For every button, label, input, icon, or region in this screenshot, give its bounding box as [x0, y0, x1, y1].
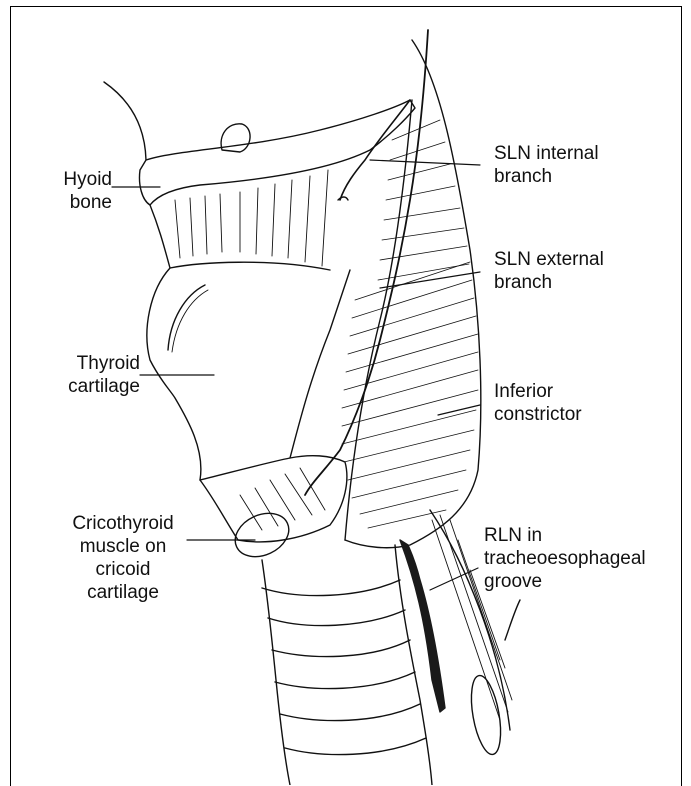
thyroid-cartilage-outline — [147, 268, 350, 480]
label-thyroid-line1: Thyroid — [30, 352, 140, 375]
label-cricothyroid-line1: Cricothyroid — [58, 512, 188, 535]
sln-internal-branch — [340, 100, 410, 200]
hyoid-bone-outline — [139, 100, 415, 205]
label-inferior-constrictor-line2: constrictor — [494, 403, 674, 426]
thyrohyoid-membrane-lines — [175, 170, 328, 266]
label-cricothyroid-line3: cricoid — [58, 558, 188, 581]
label-rln: RLN in tracheoesophageal groove — [484, 524, 674, 593]
esophagus-cut-end — [466, 673, 505, 756]
label-sln-external-line1: SLN external — [494, 248, 674, 271]
label-inferior-constrictor: Inferior constrictor — [494, 380, 674, 426]
label-thyroid-line2: cartilage — [30, 375, 140, 398]
hyoid-tubercle — [221, 124, 250, 152]
thyroid-notch-curve — [168, 285, 205, 350]
tracheal-rings — [262, 580, 426, 755]
label-cricothyroid: Cricothyroid muscle on cricoid cartilage — [58, 512, 188, 604]
label-hyoid-line2: bone — [40, 191, 112, 214]
label-sln-external: SLN external branch — [494, 248, 674, 294]
label-rln-line2: tracheoesophageal — [484, 547, 674, 570]
label-rln-line3: groove — [484, 570, 674, 593]
label-sln-external-line2: branch — [494, 271, 674, 294]
hyoid-greater-horn — [104, 82, 146, 160]
rln-groove-strap — [400, 540, 445, 712]
label-cricothyroid-line4: cartilage — [58, 581, 188, 604]
label-thyroid-cartilage: Thyroid cartilage — [30, 352, 140, 398]
cricothyroid-oval — [228, 505, 296, 565]
label-hyoid-bone: Hyoid bone — [40, 168, 112, 214]
label-sln-internal-line2: branch — [494, 165, 674, 188]
label-cricothyroid-line2: muscle on — [58, 535, 188, 558]
label-sln-internal: SLN internal branch — [494, 142, 674, 188]
label-sln-internal-line1: SLN internal — [494, 142, 674, 165]
cricothyroid-fibers — [240, 468, 325, 530]
label-inferior-constrictor-line1: Inferior — [494, 380, 674, 403]
label-hyoid-line1: Hyoid — [40, 168, 112, 191]
label-rln-line1: RLN in — [484, 524, 674, 547]
